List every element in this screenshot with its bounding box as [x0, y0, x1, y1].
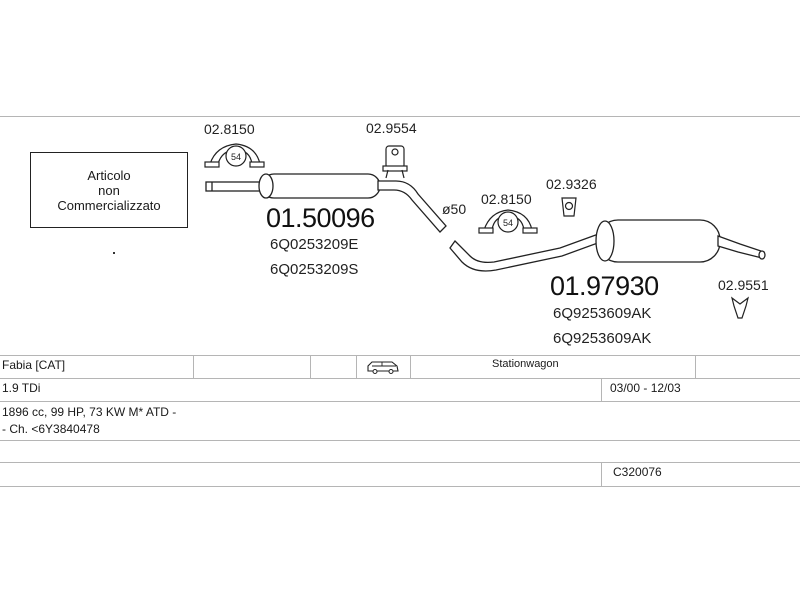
rear-hanger-code: 02.9326 — [546, 176, 597, 192]
not-available-note: Articolo non Commercializzato — [30, 152, 188, 228]
front-hanger-icon — [382, 145, 408, 179]
front-muffler-shape — [258, 173, 381, 199]
row-divider — [0, 440, 800, 441]
engine: 1.9 TDi — [2, 381, 41, 395]
note-line-2: non — [98, 182, 120, 198]
front-clamp-size: 54 — [231, 152, 241, 162]
col-divider — [356, 355, 357, 378]
catalog-number: C320076 — [613, 465, 662, 479]
front-hanger-code: 02.9554 — [366, 120, 417, 136]
table-bottom-border — [0, 486, 800, 487]
station-wagon-car-icon — [367, 361, 399, 374]
rear-clamp-code: 02.8150 — [481, 191, 532, 207]
body-type: Stationwagon — [492, 358, 559, 370]
pipe-diameter: ø50 — [442, 201, 467, 217]
production-period: 03/00 - 12/03 — [610, 381, 681, 395]
note-line-3: Commercializzato — [57, 197, 161, 213]
front-clamp-code: 02.8150 — [204, 121, 255, 137]
exhaust-system-drawing: 54 54 — [204, 143, 766, 319]
rear-muffler-shape — [595, 219, 721, 263]
front-inlet-pipe — [205, 181, 263, 192]
front-clamp-icon — [204, 143, 265, 168]
col-divider — [601, 378, 602, 401]
row-divider — [0, 355, 800, 356]
col-divider — [601, 462, 602, 486]
row-divider — [0, 401, 800, 402]
rear-muffler-oe-2: 6Q9253609AK — [553, 330, 652, 347]
rear-inlet-pipe — [449, 231, 607, 272]
col-divider — [310, 355, 311, 378]
tailpipe — [717, 235, 765, 259]
rear-muffler-code: 01.97930 — [550, 271, 659, 301]
front-muffler-code: 01.50096 — [266, 203, 375, 233]
chassis-range: - Ch. <6Y3840478 — [2, 422, 100, 436]
col-divider — [193, 355, 194, 378]
front-muffler-oe-1: 6Q0253209E — [270, 236, 359, 253]
rear-clamp-size: 54 — [503, 218, 513, 228]
tail-bracket-code: 02.9551 — [718, 277, 769, 293]
tail-bracket-icon — [731, 296, 749, 319]
row-divider — [0, 378, 800, 379]
rear-hanger-icon — [561, 197, 577, 217]
engine-specs: 1896 cc, 99 HP, 73 KW M* ATD - — [2, 405, 177, 419]
row-divider — [0, 462, 800, 463]
col-divider — [410, 355, 411, 378]
middle-pipe — [377, 180, 447, 233]
rear-muffler-oe-1: 6Q9253609AK — [553, 305, 652, 322]
table-top-border — [0, 116, 800, 117]
note-line-1: Articolo — [87, 167, 131, 183]
stray-dot — [113, 252, 115, 254]
rear-clamp-icon — [478, 209, 538, 234]
col-divider — [695, 355, 696, 378]
front-muffler-oe-2: 6Q0253209S — [270, 261, 359, 278]
vehicle-model: Fabia [CAT] — [2, 358, 66, 372]
